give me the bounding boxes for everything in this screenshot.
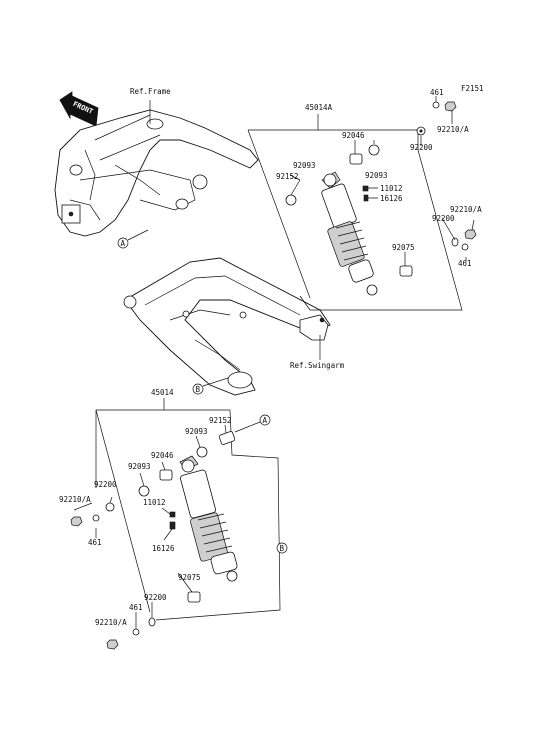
upper-92075-bushing [399,265,413,277]
lower-part-92200: 92200 [94,480,117,489]
lower-92075-bushing [187,591,201,603]
upper-part-92200-lower: 92200 [432,214,455,223]
lower-part-92093: 92093 [128,462,151,471]
lower-part-461: 461 [88,538,102,547]
upper-92093-seal-right [368,144,380,156]
callout-a-frame: A [117,229,149,249]
lower-92093-seal [138,485,150,497]
upper-part-92210a-lower: 92210/A [450,205,482,214]
upper-shock-absorber [321,171,378,296]
lower-part-92046: 92046 [151,451,174,460]
callout-b-lower: B [276,542,288,554]
upper-92152-collar [285,194,297,206]
lower-92210a-nut [70,516,83,527]
svg-text:B: B [196,385,201,394]
lower-part-92152: 92152 [209,416,232,425]
frame-drawing [54,100,259,237]
lower-part-92075: 92075 [178,573,201,582]
ref-frame-label: Ref.Frame [130,87,171,96]
upper-92210a-nut-lower [464,229,477,240]
lower-16126-fitting [169,521,176,530]
upper-92200-washer-lower [451,237,459,247]
lower-461-washer [92,514,100,522]
lower-part-16126: 16126 [152,544,175,553]
upper-part-461: 461 [430,88,444,97]
lower-assembly-label: 45014 [151,388,174,397]
lower-92200-washer-lower [148,617,156,627]
upper-part-92200: 92200 [410,143,433,152]
lower-part-92210a: 92210/A [59,495,91,504]
front-arrow-icon: FRONT [59,91,99,127]
lower-92093-seal-top [196,446,208,458]
diagram-code: F2151 [461,84,484,93]
upper-11012-cap [362,185,369,192]
swingarm-drawing [123,257,331,396]
upper-461-washer-lower [461,243,469,251]
lower-part-92210a-lower: 92210/A [95,618,127,627]
lower-92046-bushing [159,469,173,481]
upper-part-92093-left: 92093 [293,161,316,170]
callout-a-lower: A [234,414,271,433]
lower-part-92200-lower: 92200 [144,593,167,602]
lower-part-461-lower: 461 [129,603,143,612]
ref-swingarm-label: Ref.Swingarm [290,361,345,370]
upper-part-92075: 92075 [392,243,415,252]
lower-part-92093-top: 92093 [185,427,208,436]
upper-92210a-nut [444,101,457,112]
upper-16126-fitting [363,194,369,202]
upper-461-washer [432,101,440,109]
lower-shock-absorber [179,455,238,582]
upper-part-92152: 92152 [276,172,299,181]
svg-text:A: A [121,239,126,248]
upper-part-11012: 11012 [380,184,403,193]
lower-92200-washer [105,502,115,512]
lower-part-11012: 11012 [143,498,166,507]
upper-part-92046: 92046 [342,131,365,140]
upper-92046-bushing [349,153,363,165]
upper-part-461-lower: 461 [458,259,472,268]
lower-11012-cap [169,511,176,518]
upper-assembly-label: 45014A [305,103,333,112]
lower-461-washer-lower [132,628,140,636]
upper-part-92210a: 92210/A [437,125,469,134]
lower-92210a-nut-lower [106,639,119,650]
svg-text:B: B [280,544,285,553]
upper-part-92093-right: 92093 [365,171,388,180]
svg-text:A: A [263,416,268,425]
callout-b-swingarm: B [192,377,229,395]
upper-part-16126: 16126 [380,194,403,203]
lower-92152-collar [218,431,236,445]
